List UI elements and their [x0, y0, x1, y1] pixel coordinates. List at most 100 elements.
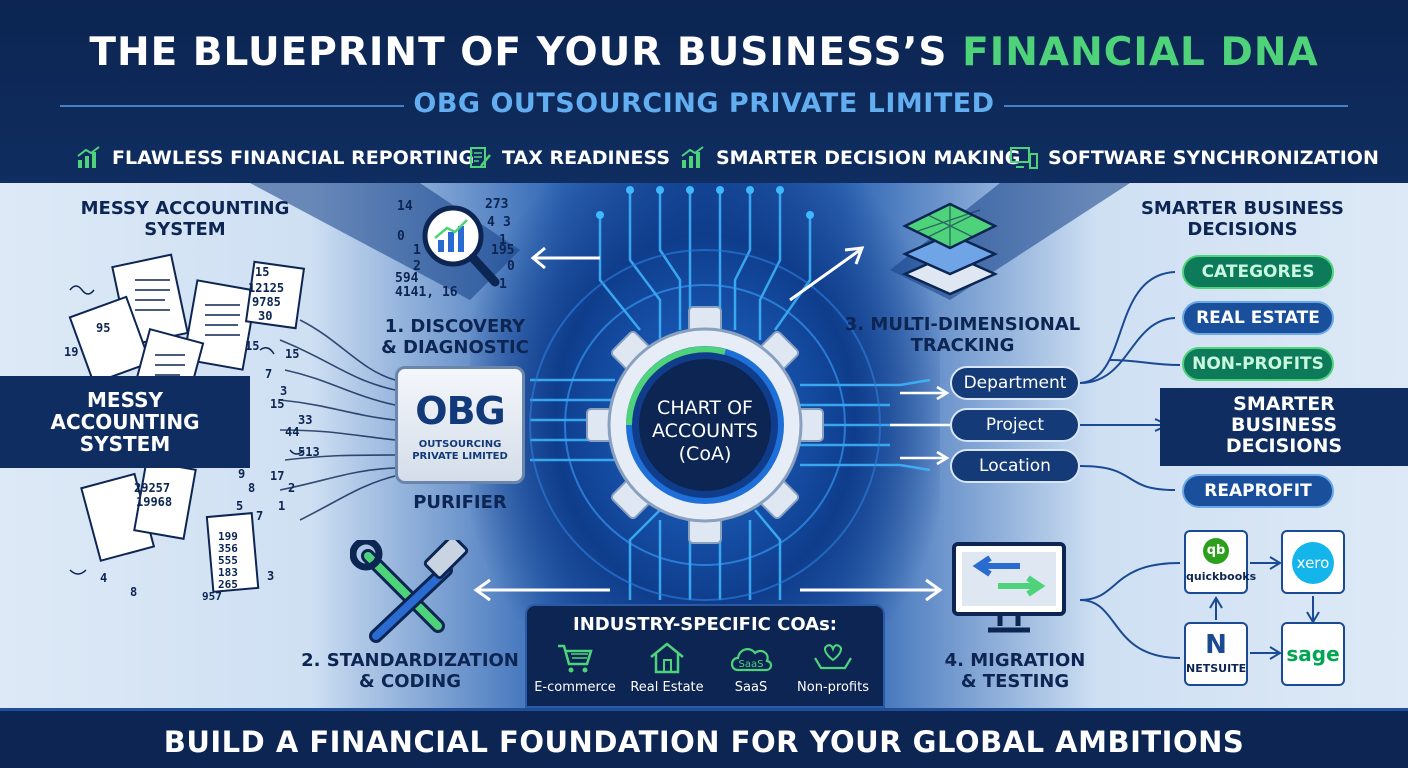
messy-accounting-box: MESSY ACCOUNTING SYSTEM: [0, 376, 250, 468]
benefit-item: TAX READINESS: [468, 140, 670, 176]
paper-number: 15: [285, 347, 299, 361]
dimension-location: Location: [950, 449, 1080, 483]
receipt-number: 555: [218, 554, 238, 567]
subtitle-divider-right: [1004, 105, 1348, 107]
benefit-label: TAX READINESS: [502, 147, 671, 169]
messy-heading: MESSY ACCOUNTING SYSTEM: [55, 198, 315, 240]
dimension-department: Department: [950, 366, 1080, 400]
paper-number: 19: [64, 345, 78, 359]
benefit-label: SMARTER DECISION MAKING: [716, 147, 1021, 169]
paper-number: 4: [100, 571, 107, 585]
paper-number: 12125: [248, 281, 284, 295]
obg-logo: OBG: [415, 389, 505, 433]
layers-grid-icon: [901, 202, 999, 296]
netsuite-logo-icon: N: [1205, 630, 1227, 660]
sage-tile: sage: [1281, 622, 1345, 686]
discovery-number: 4: [487, 215, 495, 230]
decision-pill-reaprofit: REAPROFIT: [1182, 474, 1334, 508]
cloud-saas-icon: SaaS: [730, 648, 773, 672]
messy-box-line: SYSTEM: [79, 432, 171, 456]
heart-hands-icon: [814, 644, 852, 670]
receipt-number: 957: [202, 590, 222, 603]
step-migration-label: 4. MIGRATION & TESTING: [920, 650, 1110, 692]
quickbooks-label: quickbooks: [1186, 570, 1257, 583]
gear-icon: [586, 306, 824, 544]
receipt-number: 183: [218, 566, 238, 579]
wrench-hammer-icon: [350, 540, 469, 643]
obg-logo-sub-line: PRIVATE LIMITED: [412, 451, 508, 462]
subtitle-row: OBG OUTSOURCING PRIVATE LIMITED: [0, 86, 1408, 126]
flow-streaks: [279, 319, 396, 521]
step-migration-line: 4. MIGRATION: [944, 650, 1086, 671]
paper-number: 7: [256, 509, 263, 523]
discovery-number: 1: [499, 277, 507, 292]
benefit-label: FLAWLESS FINANCIAL REPORTING: [112, 147, 475, 169]
growth-chart-icon: [681, 146, 704, 168]
paper-number: 15: [255, 265, 269, 279]
paper-number: 3: [267, 569, 274, 583]
smart-box-line: BUSINESS: [1230, 414, 1338, 436]
chart-of-accounts-label: CHART OF ACCOUNTS (CoA): [620, 397, 790, 466]
discovery-number: 3: [503, 215, 511, 230]
xero-tile: xero: [1281, 530, 1345, 594]
paper-number: 8: [130, 585, 137, 599]
messy-papers-illustration: 15 12125 9785 30 95 19 15 7 3 44 33 513 …: [60, 253, 320, 603]
step-discovery-label: 1. DISCOVERY & DIAGNOSTIC: [365, 316, 545, 358]
dimension-project: Project: [950, 408, 1080, 442]
smart-box-line: DECISIONS: [1225, 435, 1343, 457]
devices-icon: [1010, 147, 1038, 169]
house-icon: [650, 642, 684, 674]
purifier-label: PURIFIER: [413, 492, 507, 513]
discovery-number: 14: [397, 199, 413, 214]
discovery-number: 1: [499, 233, 507, 248]
netsuite-label: NETSUITE: [1186, 662, 1247, 675]
discovery-number: 594: [395, 271, 419, 286]
paper-number: 15: [270, 397, 284, 411]
quickbooks-logo-icon: qb: [1186, 538, 1246, 564]
discovery-number: 195: [491, 243, 514, 258]
receipt-number: 199: [218, 530, 238, 543]
industry-label: SaaS: [734, 680, 768, 695]
industry-item: E-commerce: [531, 642, 619, 695]
step-standardization-line: 2. STANDARDIZATION: [301, 650, 519, 671]
benefit-item: SOFTWARE SYNCHRONIZATION: [1010, 140, 1379, 176]
xero-label: xero: [1292, 542, 1334, 584]
quickbooks-mark: qb: [1203, 538, 1229, 564]
messy-box-line: ACCOUNTING: [50, 410, 200, 434]
netsuite-tile: N NETSUITE: [1184, 622, 1248, 686]
benefit-label: SOFTWARE SYNCHRONIZATION: [1048, 147, 1379, 169]
receipt-number: 265: [218, 578, 238, 591]
subtitle-divider-left: [60, 105, 404, 107]
discovery-number: 0: [507, 259, 515, 274]
paper-number: 33: [298, 413, 312, 427]
orbit-ring: [564, 284, 846, 566]
paper-number: 7: [265, 367, 272, 381]
messy-box-line: MESSY: [87, 388, 163, 412]
gear-line: ACCOUNTS: [652, 420, 758, 442]
step-discovery-line: & DIAGNOSTIC: [381, 337, 529, 358]
discovery-number: 2: [413, 259, 421, 274]
quickbooks-tile: qb quickbooks: [1184, 530, 1257, 594]
step-tracking-line: TRACKING: [910, 335, 1015, 356]
receipt-number: 356: [218, 542, 238, 555]
circuit-lines: [530, 190, 950, 600]
paper-number: 19968: [136, 495, 172, 509]
step-migration-line: & TESTING: [960, 671, 1070, 692]
benefits-row: FLAWLESS FINANCIAL REPORTING TAX READINE…: [0, 140, 1408, 176]
obg-logo-sub: OUTSOURCING PRIVATE LIMITED: [398, 439, 522, 463]
obg-logo-sub-line: OUTSOURCING: [418, 439, 502, 450]
paper-number: 9: [238, 467, 245, 481]
paper-number: 17: [270, 469, 284, 483]
discovery-number: 273: [485, 197, 508, 212]
xero-logo-icon: xero: [1283, 542, 1343, 584]
discovery-number: 0: [397, 229, 405, 244]
decision-tree-lines: [1079, 271, 1181, 491]
smart-box-line: SMARTER: [1233, 393, 1335, 415]
smarter-heading-line: SMARTER BUSINESS: [1140, 198, 1345, 219]
smarter-heading-line: DECISIONS: [1187, 219, 1298, 240]
industry-title: INDUSTRY-SPECIFIC COAs:: [573, 614, 837, 635]
document-edit-icon: [470, 147, 491, 168]
industry-label: E-commerce: [534, 680, 616, 695]
paper-number: 95: [96, 321, 110, 335]
gear-line: (CoA): [678, 443, 732, 465]
